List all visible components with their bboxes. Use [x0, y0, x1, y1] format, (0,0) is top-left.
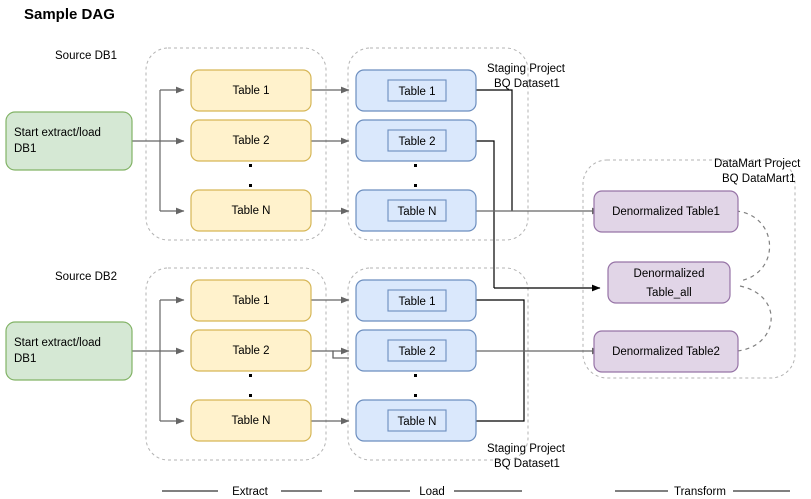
start-node-line1: Start extract/load [14, 127, 101, 139]
page-title: Sample DAG [24, 6, 115, 23]
edge-ex2t2-seg [311, 350, 349, 359]
edge-denorm1-to-all [735, 210, 771, 282]
load-container-1 [347, 47, 529, 241]
stage-label-extract: Extract [232, 486, 269, 498]
extract-container-1 [145, 47, 327, 241]
staging-caption-1-line2: BQ Dataset1 [494, 78, 560, 90]
extract-table-label: Table N [232, 415, 271, 427]
extract-container-2 [145, 267, 327, 461]
start-node-db2[interactable]: Start extract/load DB1 [5, 321, 133, 381]
datamart-caption-line2: BQ DataMart1 [722, 173, 796, 185]
extract-table-1-n[interactable]: Table N [190, 189, 312, 232]
ellipsis-dot [414, 374, 417, 377]
stage-label-load: Load [419, 486, 445, 498]
load-table-2-2[interactable]: Table 2 [355, 329, 477, 372]
ellipsis-dot [249, 184, 252, 187]
extract-table-2-2[interactable]: Table 2 [190, 329, 312, 372]
staging-caption-2-line2: BQ Dataset1 [494, 458, 560, 470]
edge-ld2-bus [476, 299, 525, 422]
extract-table-2-1[interactable]: Table 1 [190, 279, 312, 322]
extract-table-1-1[interactable]: Table 1 [190, 69, 312, 112]
load-table-label: Table 2 [398, 346, 435, 358]
extract-table-label: Table 2 [232, 135, 269, 147]
load-table-label: Table 2 [398, 136, 435, 148]
extract-table-label: Table 1 [232, 295, 269, 307]
load-table-label: Table N [398, 416, 437, 428]
ellipsis-dot [414, 394, 417, 397]
staging-caption-1-line1: Staging Project [487, 63, 566, 75]
source-db2-label: Source DB2 [55, 271, 117, 283]
stage-label-transform: Transform [674, 486, 726, 498]
start-node-line2: DB1 [14, 143, 36, 155]
source-db1-label: Source DB1 [55, 50, 117, 62]
load-table-1-2[interactable]: Table 2 [355, 119, 477, 162]
denormalized-label: Denormalized Table1 [612, 206, 720, 218]
load-table-label: Table 1 [398, 86, 435, 98]
staging-caption-2-line1: Staging Project [487, 443, 566, 455]
extract-table-label: Table 1 [232, 85, 269, 97]
edge-all-to-denorm2 [735, 285, 772, 352]
ellipsis-dot [249, 394, 252, 397]
ellipsis-dot [249, 374, 252, 377]
extract-table-2-n[interactable]: Table N [190, 399, 312, 442]
ellipsis-dot [414, 184, 417, 187]
start-node-line2: DB1 [14, 353, 36, 365]
denormalized-label-line2: Table_all [646, 287, 691, 299]
extract-table-1-2[interactable]: Table 2 [190, 119, 312, 162]
start-node-db1[interactable]: Start extract/load DB1 [5, 111, 133, 171]
start-node-line1: Start extract/load [14, 337, 101, 349]
load-table-2-n[interactable]: Table N [355, 399, 477, 442]
edge-ld1t2-bus [476, 140, 495, 288]
denormalized-table2[interactable]: Denormalized Table2 [593, 330, 739, 373]
denormalized-label: Denormalized Table2 [612, 346, 720, 358]
extract-table-label: Table N [232, 205, 271, 217]
load-table-2-1[interactable]: Table 1 [355, 279, 477, 322]
datamart-caption-line1: DataMart Project [714, 158, 801, 170]
load-table-1-n[interactable]: Table N [355, 189, 477, 232]
ellipsis-dot [414, 164, 417, 167]
load-container-2 [347, 267, 529, 461]
denormalized-table-all[interactable]: Denormalized Table_all [607, 261, 731, 304]
edge-ld1t1-bus [476, 89, 513, 211]
load-table-1-1[interactable]: Table 1 [355, 69, 477, 112]
load-table-label: Table N [398, 206, 437, 218]
ellipsis-dot [249, 164, 252, 167]
denormalized-table1[interactable]: Denormalized Table1 [593, 190, 739, 233]
extract-table-label: Table 2 [232, 345, 269, 357]
load-table-label: Table 1 [398, 296, 435, 308]
edge-ex2t2-to-ld2t2 [332, 347, 350, 358]
denormalized-label-line1: Denormalized [634, 268, 705, 280]
